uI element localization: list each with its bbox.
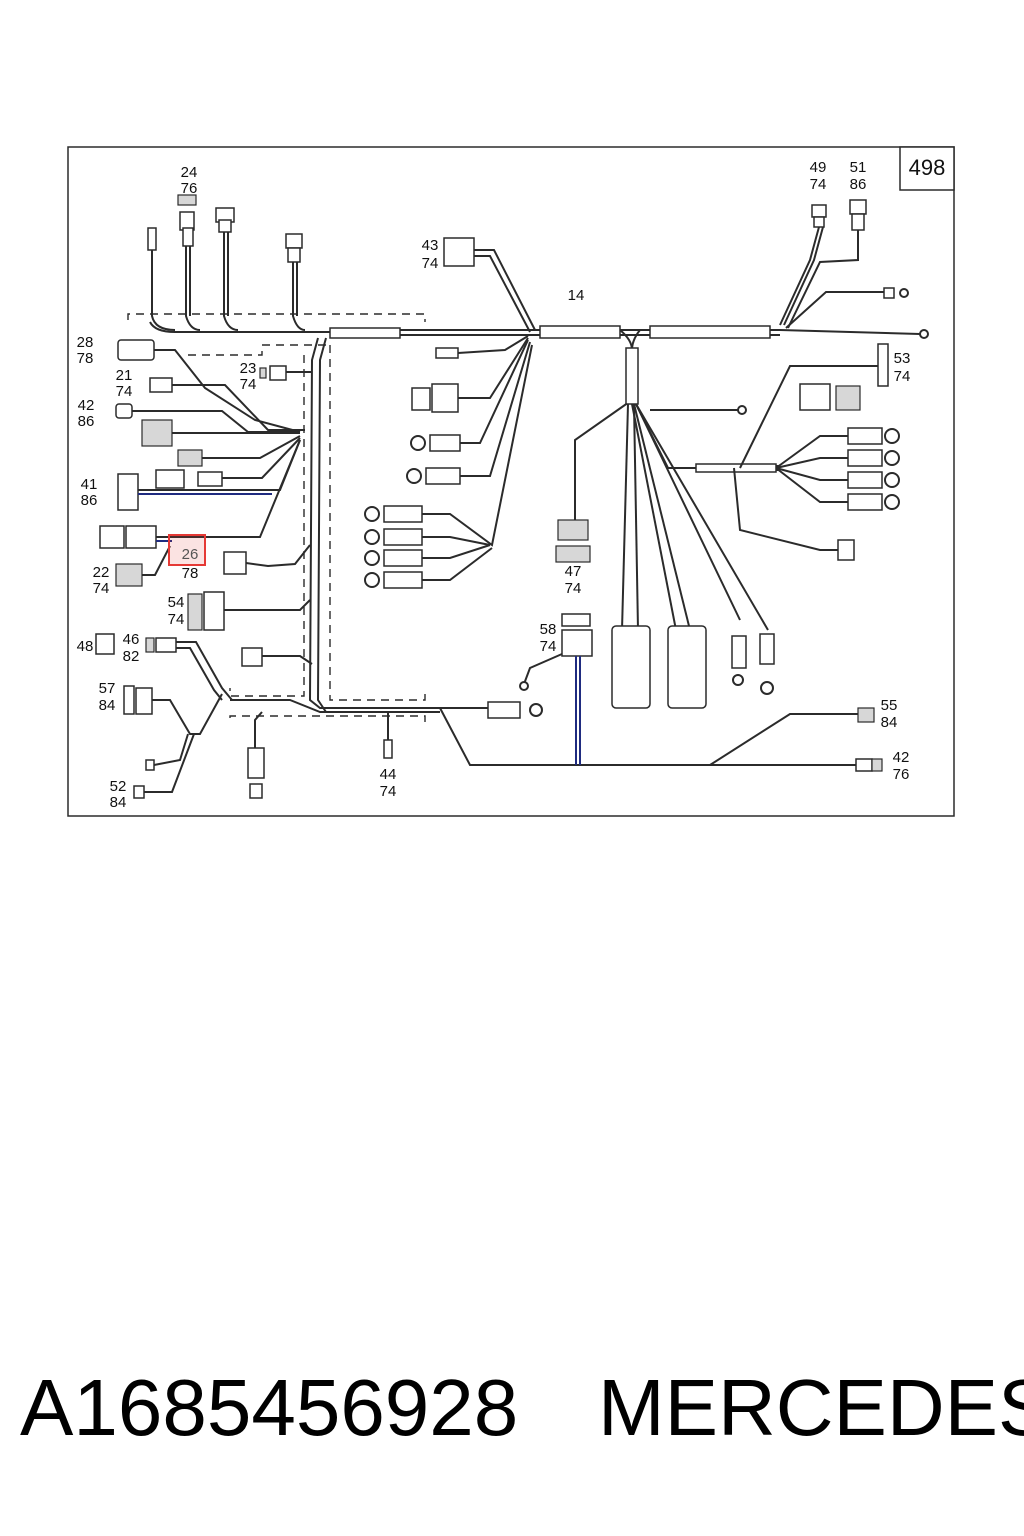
callout-24-id: 24: [181, 164, 198, 181]
callout-47-id: 47: [565, 563, 582, 580]
callout-23-id: 23: [240, 360, 257, 377]
dashed-boundaries: [127, 313, 426, 722]
callout-57-id: 57: [99, 680, 116, 697]
callout-51-id: 51: [850, 159, 867, 176]
callout-labels: 24 76 49 74 51 86 43 74 14 28 78 21 74 2…: [77, 159, 911, 811]
highlight-box[interactable]: [168, 534, 206, 566]
callout-46-id: 46: [123, 631, 140, 648]
callout-47-ref: 74: [565, 580, 582, 597]
callout-55-id: 55: [881, 697, 898, 714]
center-connectors: [364, 237, 633, 765]
callout-26-ref: 78: [182, 565, 199, 582]
callout-42b-ref: 76: [893, 766, 910, 783]
callout-53-id: 53: [894, 350, 911, 367]
callout-21-id: 21: [116, 367, 133, 384]
callout-48-id: 48: [77, 638, 94, 655]
callout-24-ref: 76: [181, 180, 198, 197]
callout-42a-ref: 86: [78, 413, 95, 430]
callout-22-id: 22: [93, 564, 110, 581]
callout-52-id: 52: [110, 778, 127, 795]
callout-42a-id: 42: [78, 397, 95, 414]
callout-58-ref: 74: [540, 638, 557, 655]
callout-22-ref: 74: [93, 580, 110, 597]
callout-43-id: 43: [422, 237, 439, 254]
callout-43-ref: 74: [422, 255, 439, 272]
callout-49-ref: 74: [810, 176, 827, 193]
callout-28-ref: 78: [77, 350, 94, 367]
page-reference-box: 498: [899, 146, 955, 191]
callout-54-id: 54: [168, 594, 185, 611]
callout-23-ref: 74: [240, 376, 257, 393]
part-number-label: A1685456928: [20, 1363, 519, 1452]
left-connectors: [95, 339, 313, 799]
callout-26-id: 26: [182, 546, 199, 563]
page-reference-label: 498: [909, 155, 946, 180]
callout-41-ref: 86: [81, 492, 98, 509]
callout-54-ref: 74: [168, 611, 185, 628]
callout-51-ref: 86: [850, 176, 867, 193]
callout-21-ref: 74: [116, 383, 133, 400]
callout-14-id: 14: [568, 287, 585, 304]
callout-52-ref: 84: [110, 794, 127, 811]
callout-55-ref: 84: [881, 714, 898, 731]
right-connectors: [247, 199, 909, 799]
top-left-connectors: [147, 194, 306, 331]
callout-44-ref: 74: [380, 783, 397, 800]
callout-46-ref: 82: [123, 648, 140, 665]
callout-58-id: 58: [540, 621, 557, 638]
callout-42b-id: 42: [893, 749, 910, 766]
callout-28-id: 28: [77, 334, 94, 351]
callout-53-ref: 74: [894, 368, 911, 385]
callout-49-id: 49: [810, 159, 827, 176]
brand-label: MERCEDES: [598, 1363, 1024, 1452]
callout-57-ref: 84: [99, 697, 116, 714]
callout-44-id: 44: [380, 766, 397, 783]
callout-41-id: 41: [81, 476, 98, 493]
